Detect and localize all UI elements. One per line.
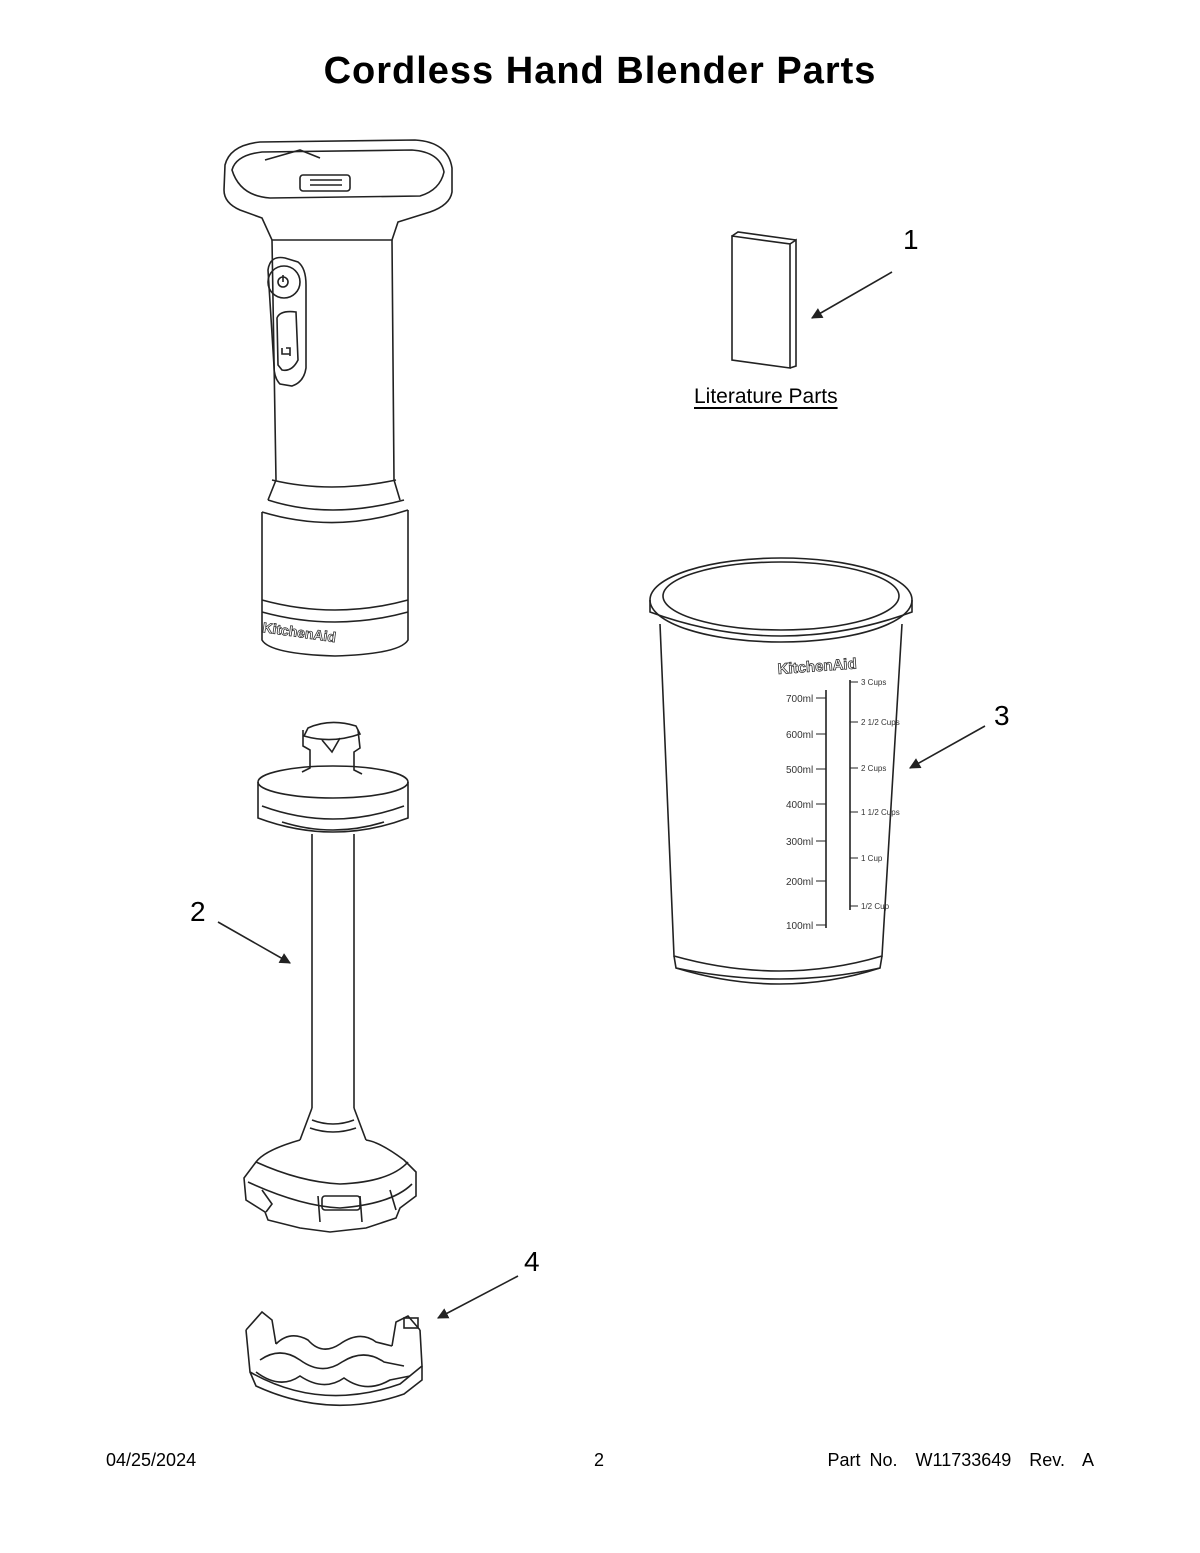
- jar-ml-200: 200ml: [786, 877, 813, 888]
- jar-brand-text: KitchenAid: [777, 656, 857, 678]
- jar-cups-3: 3 Cups: [861, 678, 886, 687]
- jar-ml-700: 700ml: [786, 694, 813, 705]
- literature-parts-label: Literature Parts: [694, 385, 838, 408]
- blade-guard-illustration: [245, 1310, 423, 1407]
- literature-booklet-illustration: [731, 231, 797, 369]
- jar-ml-500: 500ml: [786, 765, 813, 776]
- motor-brand-text: KitchenAid: [262, 619, 337, 645]
- jar-ml-100: 100ml: [786, 921, 813, 932]
- callout-3-arrow: [909, 725, 986, 769]
- jar-ml-400: 400ml: [786, 800, 813, 811]
- jar-ml-scale: [816, 681, 858, 926]
- callout-1: 1: [903, 224, 919, 255]
- callout-3: 3: [994, 700, 1010, 731]
- jar-cups-1: 1 Cup: [861, 854, 883, 863]
- page-title: Cordless Hand Blender Parts: [323, 50, 877, 92]
- blending-arm-illustration: [243, 721, 417, 1233]
- blending-jar-illustration: [649, 557, 913, 985]
- footer-part-number: Part No. W11733649 Rev. A: [827, 1450, 1094, 1470]
- callout-2: 2: [190, 896, 206, 927]
- callout-4: 4: [524, 1246, 540, 1277]
- jar-ml-600: 600ml: [786, 730, 813, 741]
- callout-2-arrow: [217, 921, 291, 964]
- footer-date: 04/25/2024: [106, 1450, 197, 1470]
- callout-4-arrow: [437, 1275, 519, 1319]
- footer-page-number: 2: [594, 1450, 605, 1470]
- jar-cups-2: 2 Cups: [861, 764, 886, 773]
- jar-cups-2-5: 2 1/2 Cups: [861, 718, 900, 727]
- jar-cups-1-5: 1 1/2 Cups: [861, 808, 900, 817]
- callout-1-arrow: [811, 271, 893, 319]
- motor-body-illustration: [223, 139, 453, 657]
- jar-ml-300: 300ml: [786, 837, 813, 848]
- jar-cups-0-5: 1/2 Cup: [861, 902, 890, 911]
